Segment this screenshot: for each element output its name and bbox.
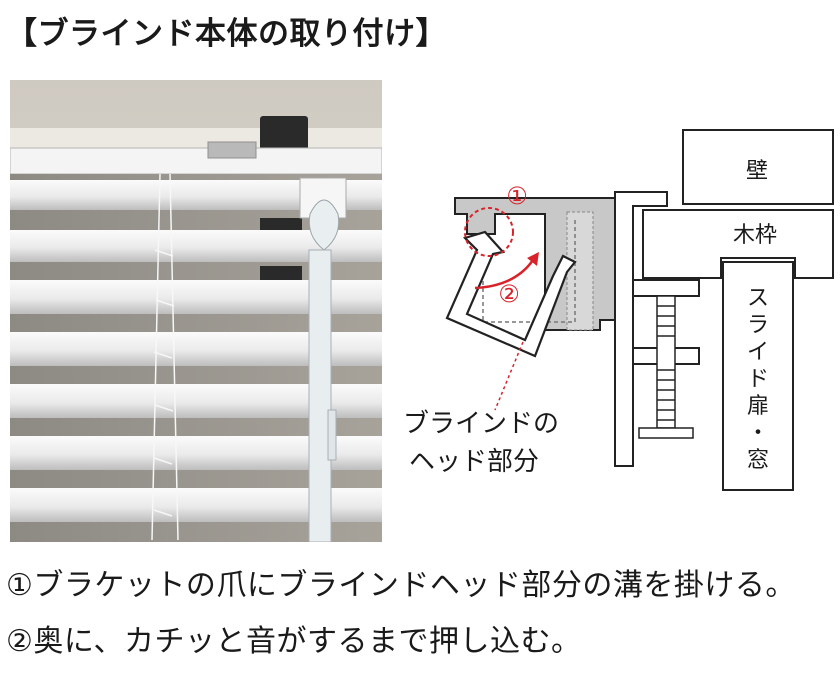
- tilt-wand: [308, 249, 332, 542]
- door-label-char: 扉: [747, 394, 769, 419]
- rail-bracket: [207, 141, 257, 159]
- head-label-line2: ヘッド部分: [409, 447, 539, 477]
- bracket-clip: [260, 116, 308, 150]
- door-label-char: ラ: [747, 313, 769, 338]
- blind-photo: [10, 80, 382, 542]
- final-position-outline: [482, 220, 576, 323]
- frame-label: 木枠: [733, 223, 777, 248]
- step1-marker: ①: [506, 182, 528, 210]
- clamp-screw: [638, 295, 694, 439]
- door-label-char: ・: [747, 421, 769, 446]
- page-title: 【ブラインド本体の取り付け】: [6, 16, 447, 52]
- head-label-line1: ブラインドの: [403, 409, 559, 439]
- door-label-char: ド: [747, 367, 769, 392]
- slide-door: [722, 261, 794, 491]
- leader-line: [494, 341, 524, 411]
- wall-box: [682, 129, 834, 205]
- wall-label: 壁: [746, 159, 768, 184]
- clamp-bracket: [614, 191, 668, 467]
- instruction-step-1: ①ブラケットの爪にブラインドヘッド部分の溝を掛ける。: [6, 568, 796, 603]
- wood-frame: [642, 209, 834, 279]
- instruction-step-2: ②奥に、カチッと音がするまで押し込む。: [6, 624, 582, 659]
- door-label-char: 窓: [747, 448, 769, 473]
- door-label-char: ス: [747, 286, 769, 311]
- door-label-char: イ: [747, 340, 769, 365]
- head-rail: [10, 147, 382, 175]
- wand-hook: [308, 199, 340, 251]
- step2-marker: ②: [498, 280, 520, 308]
- ladder-cord: [151, 173, 179, 541]
- push-arrow: [474, 259, 535, 290]
- cross-section-diagram: 壁 木枠 ス ラ イ ド 扉 ・ 窓 ① ② ブラインドの ヘッド部分: [403, 129, 834, 491]
- hook-highlight-circle: [464, 207, 514, 257]
